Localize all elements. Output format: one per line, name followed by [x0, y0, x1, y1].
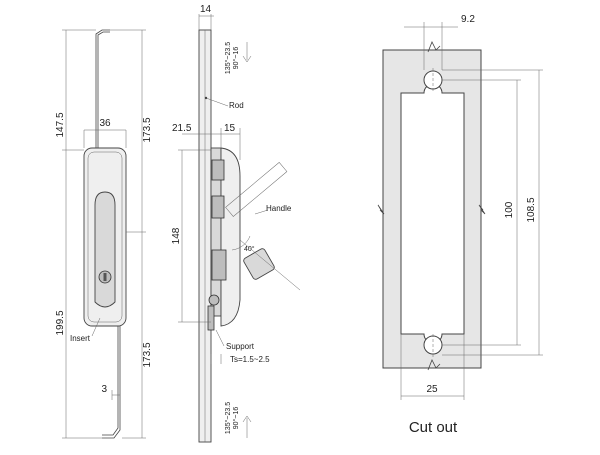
side-view: 40° 14 21.5 15 148 Rod Handle Support Ts…: [171, 4, 301, 443]
dim-148: 148: [171, 227, 182, 244]
dim-15: 15: [224, 123, 236, 134]
stroke-top-2: 90°~16: [232, 47, 240, 70]
mechanism-block-3: [211, 249, 227, 281]
insert-leader: [91, 317, 101, 337]
ts-label: Ts=1.5~2.5: [230, 355, 270, 364]
handle-head: [243, 248, 275, 280]
dim-3: 3: [101, 384, 107, 395]
angle-40: 40°: [244, 245, 255, 253]
dim-173-5-top: 173.5: [142, 117, 153, 142]
rod-leader: [205, 97, 229, 107]
break-line-right: [478, 204, 486, 215]
handle-label: Handle: [266, 204, 292, 213]
mechanism-pin: [208, 294, 220, 306]
mechanism-block-2: [211, 195, 225, 219]
rod-label: Rod: [229, 101, 244, 110]
break-line-bottom: [427, 359, 441, 371]
front-rod-bottom: [102, 322, 121, 439]
support-label: Support: [226, 342, 255, 351]
dim-36: 36: [99, 118, 111, 129]
key-slot-icon: [103, 273, 107, 281]
front-handle-inner-outline: [87, 151, 123, 323]
front-view: 147.5 199.5 36 173.5 173.5 3 Insert: [55, 29, 153, 439]
cutout-caption: Cut out: [409, 419, 458, 436]
front-rod-bottom-inner: [102, 322, 119, 436]
break-line-left: [377, 204, 385, 215]
support-leader: [215, 329, 225, 347]
front-rod-top-inner: [97, 31, 110, 150]
mechanism-block-1: [211, 159, 225, 181]
stroke-bottom-2: 90°~16: [232, 407, 240, 430]
dim-100: 100: [504, 201, 515, 218]
arrow-down-icon: [242, 42, 252, 63]
support-bracket: [207, 305, 215, 331]
cutout-view: 9.2 100 108.5 25 Cut out: [377, 14, 543, 436]
stroke-top-1: 135°~23.5: [224, 42, 232, 74]
side-handle-open: [225, 161, 288, 217]
dim-173-5-bottom: 173.5: [142, 342, 153, 367]
dim-21-5: 21.5: [172, 123, 192, 134]
dim-25: 25: [426, 384, 438, 395]
angle-arc: [231, 235, 251, 251]
side-handle-profile: [220, 147, 241, 327]
dim-108-5: 108.5: [526, 197, 537, 222]
break-line-top: [427, 41, 441, 53]
front-handle-pocket: [94, 191, 116, 308]
dim-9-2: 9.2: [461, 14, 475, 25]
dim-199-5: 199.5: [55, 310, 66, 335]
cutout-opening: [400, 83, 465, 344]
front-rod-top: [95, 29, 110, 150]
handle-leader: [254, 209, 269, 215]
dim-14: 14: [200, 4, 212, 15]
arrow-up-icon: [242, 415, 252, 438]
dim-147-5: 147.5: [55, 112, 66, 137]
insert-label: Insert: [70, 334, 91, 343]
stroke-bottom-1: 135°~23.5: [224, 402, 232, 434]
